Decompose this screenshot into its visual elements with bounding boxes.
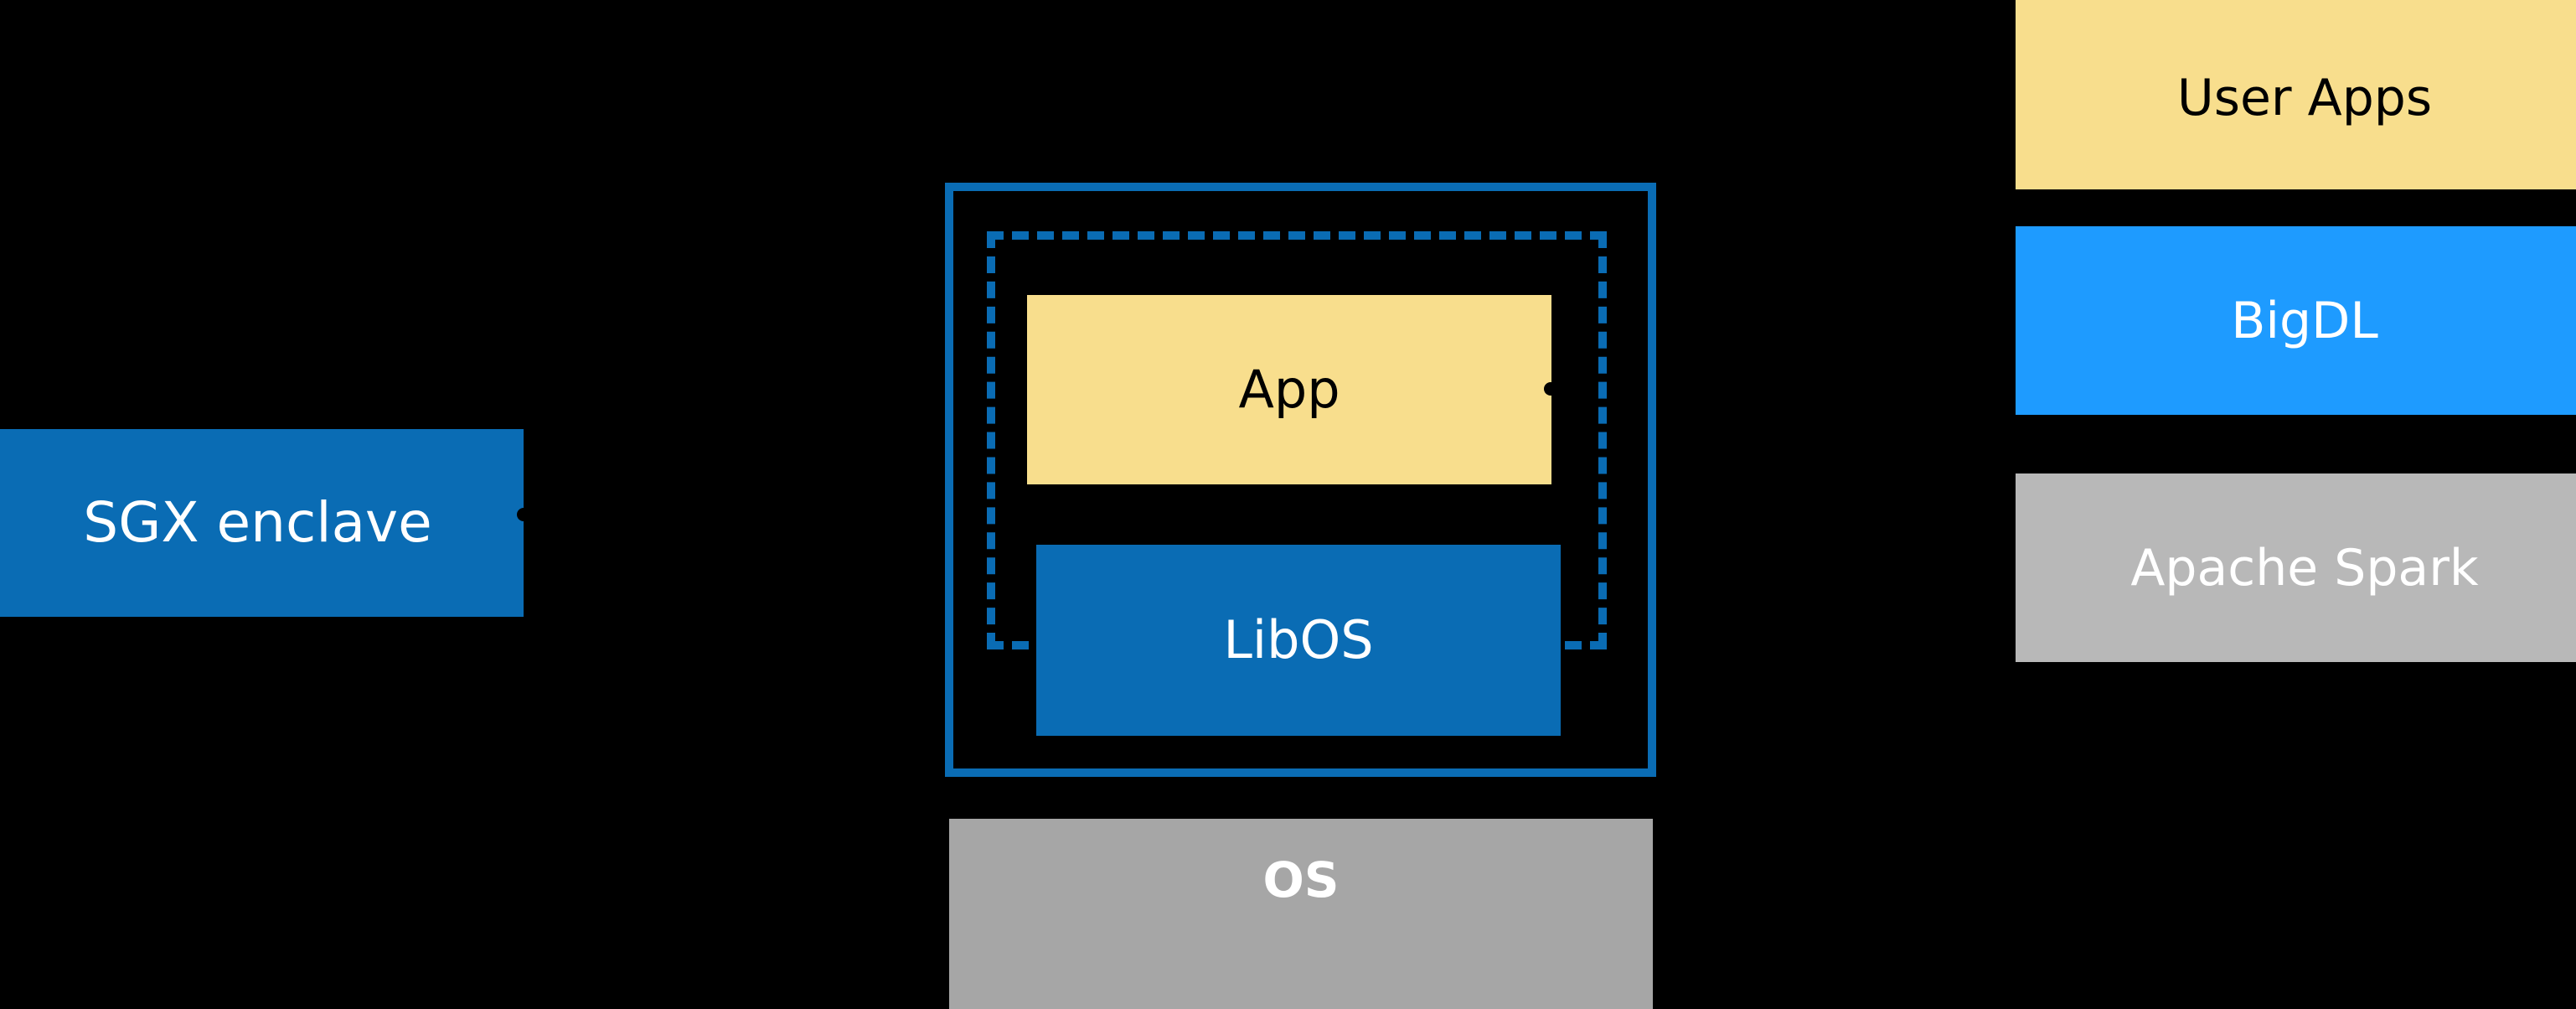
os-label: OS	[1262, 851, 1340, 908]
app-box[interactable]: App	[1027, 295, 1551, 484]
apache-spark-box[interactable]: Apache Spark	[2016, 473, 2576, 662]
enclave-outer-frame	[945, 183, 1656, 777]
bigdl-box[interactable]: BigDL	[2016, 226, 2576, 415]
app-label: App	[1238, 358, 1340, 420]
sgx-enclave-label: SGX enclave	[83, 489, 432, 555]
os-box[interactable]: OS	[949, 819, 1653, 1009]
libos-box[interactable]: LibOS	[1036, 545, 1561, 736]
app-connector-endpoint-dot	[1544, 382, 1557, 396]
user-apps-box[interactable]: User Apps	[2016, 0, 2576, 189]
apache-spark-label: Apache Spark	[2130, 538, 2479, 598]
sgx-enclave-box[interactable]: SGX enclave	[0, 429, 524, 617]
user-apps-label: User Apps	[2176, 69, 2433, 127]
sgx-connector-endpoint-dot	[517, 508, 530, 521]
bigdl-label: BigDL	[2231, 291, 2378, 350]
libos-label: LibOS	[1223, 608, 1374, 670]
